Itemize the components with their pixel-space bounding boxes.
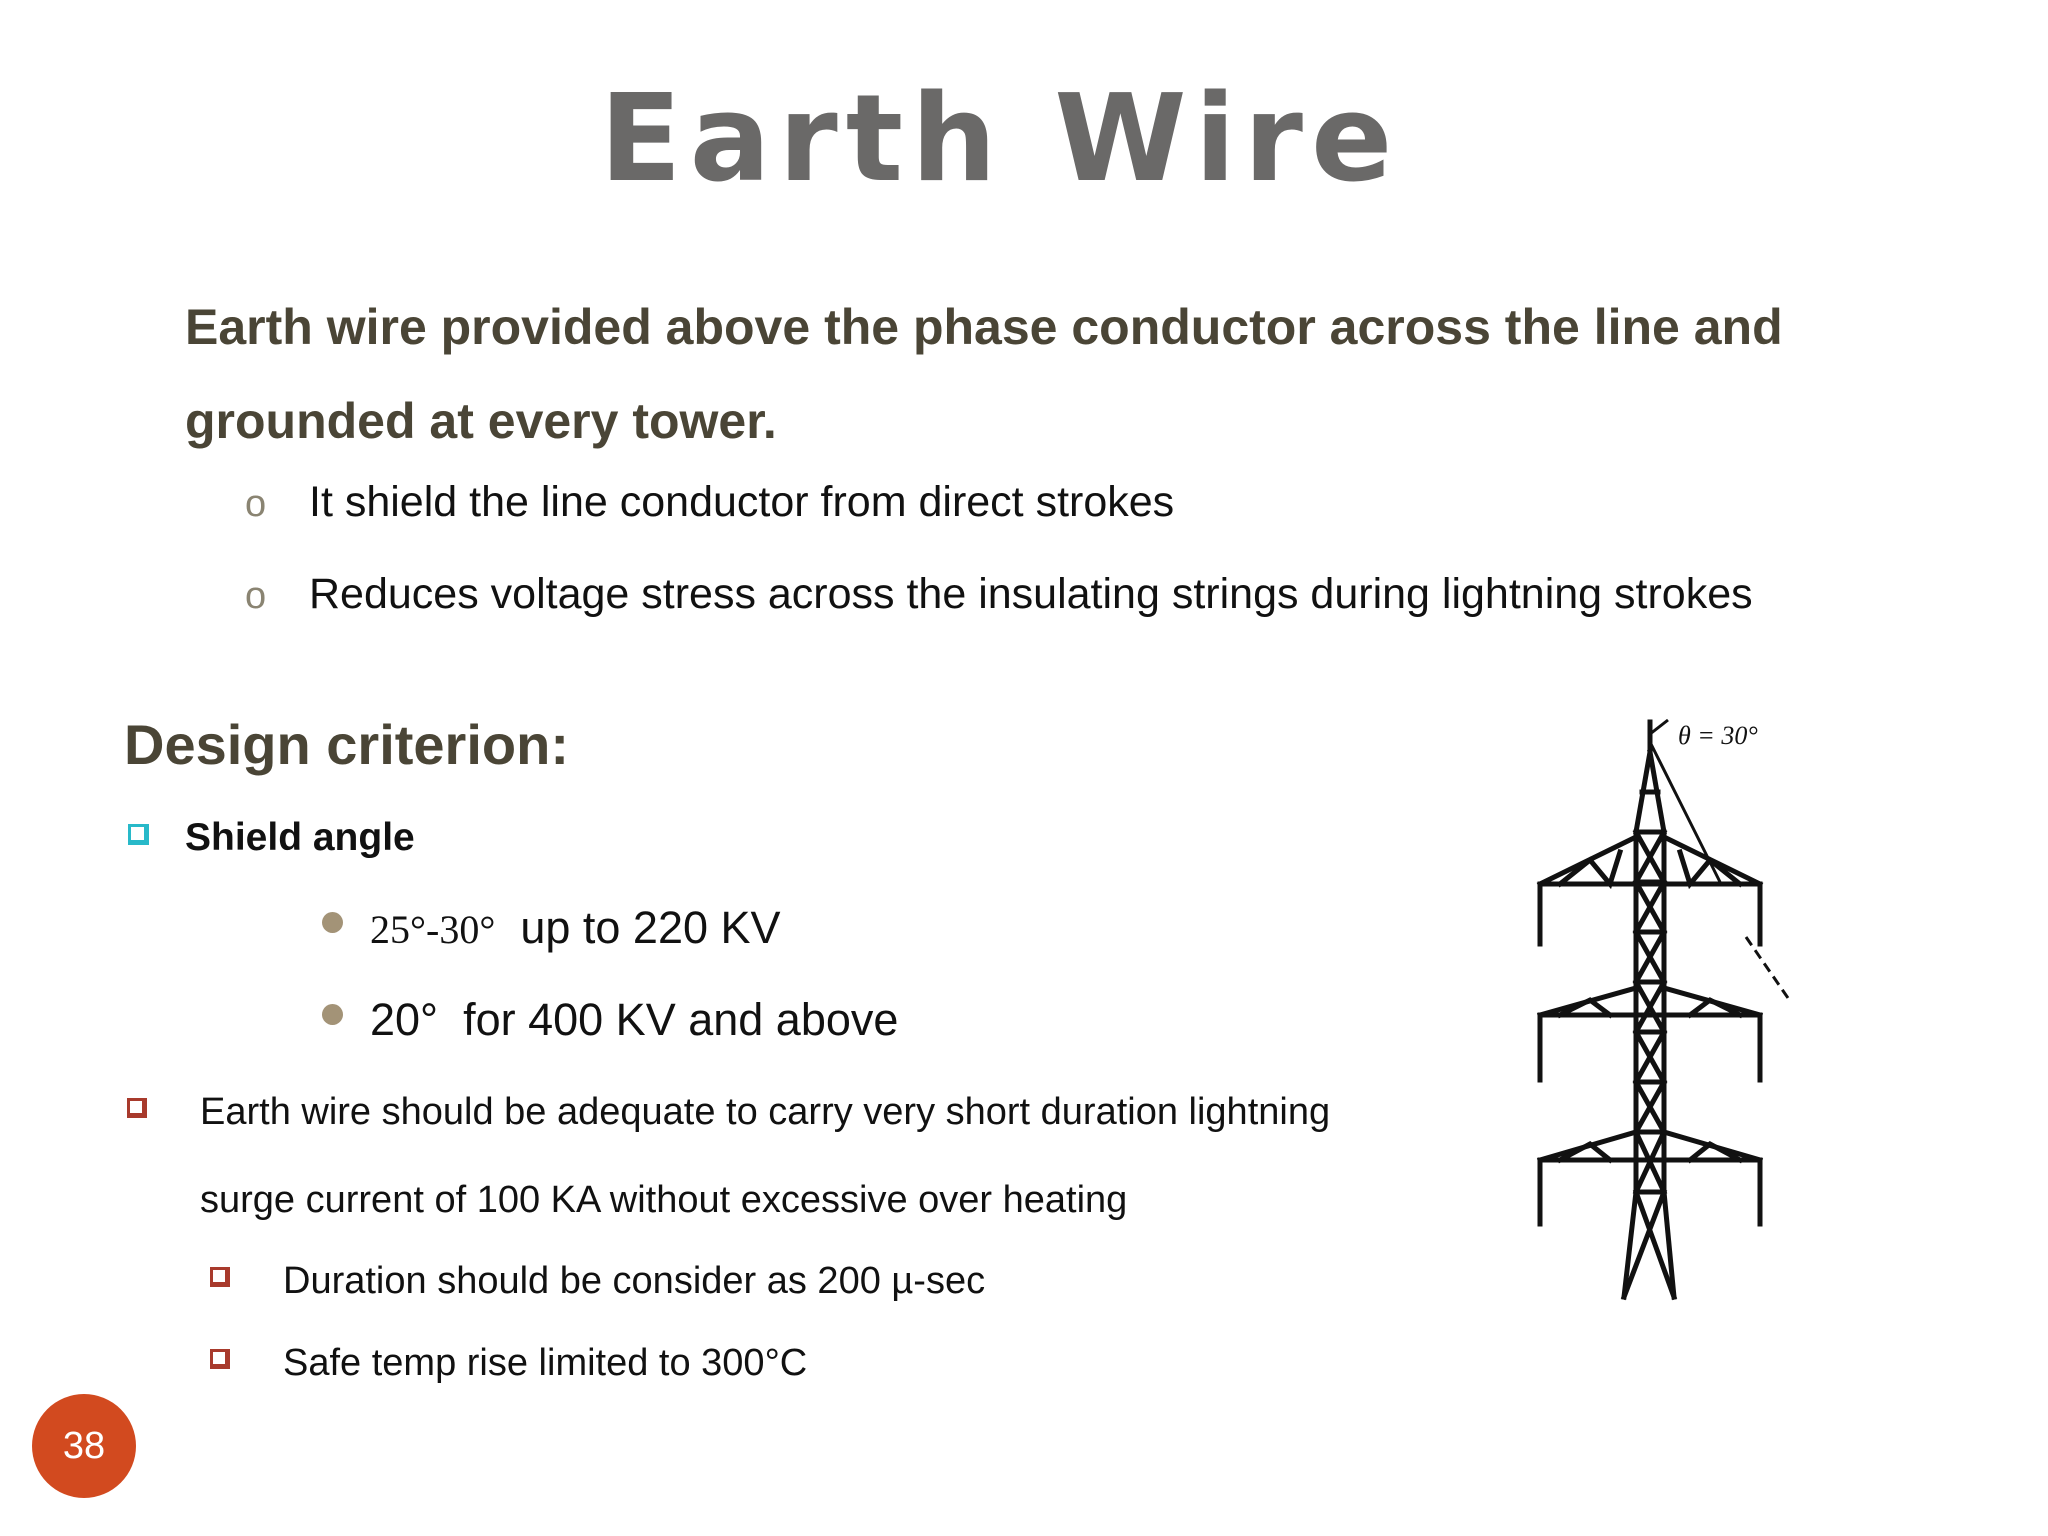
bullet-text: Reduces voltage stress across the insula… bbox=[309, 570, 1753, 618]
earth-wire-text-line2: surge current of 100 KA without excessiv… bbox=[200, 1179, 1128, 1221]
design-criterion-heading: Design criterion: bbox=[124, 713, 569, 776]
angle-label: θ = 30° bbox=[1678, 721, 1758, 750]
angle-description: up to 220 KV bbox=[520, 902, 781, 953]
checkbox-bullet-icon bbox=[128, 824, 149, 845]
angle-value: 20° bbox=[370, 994, 439, 1045]
shield-angle-item: 25°-30° up to 220 KV bbox=[370, 902, 781, 954]
bullet-marker: o bbox=[245, 483, 267, 525]
bullet-text: It shield the line conductor from direct… bbox=[309, 478, 1175, 526]
earth-wire-text-line1: Earth wire should be adequate to carry v… bbox=[200, 1091, 1331, 1133]
bullet-marker: o bbox=[245, 575, 267, 617]
transmission-tower-figure: θ = 30° bbox=[1536, 718, 1790, 1301]
shield-angle-label: Shield angle bbox=[185, 816, 415, 859]
shield-angle-item: 20° for 400 KV and above bbox=[370, 994, 898, 1046]
bullet-item: o Reduces voltage stress across the insul… bbox=[245, 570, 1753, 619]
sub-item: Safe temp rise limited to 300°C bbox=[283, 1342, 808, 1384]
checkbox-bullet-icon bbox=[210, 1349, 230, 1369]
dot-bullet-icon bbox=[322, 912, 343, 933]
intro-text: Earth wire provided above the phase cond… bbox=[185, 299, 1783, 449]
dot-bullet-icon bbox=[322, 1004, 343, 1025]
bullet-item: o It shield the line conductor from direc… bbox=[245, 478, 1174, 527]
angle-description: for 400 KV and above bbox=[463, 994, 899, 1045]
checkbox-bullet-icon bbox=[210, 1267, 230, 1287]
checkbox-bullet-icon bbox=[127, 1098, 147, 1118]
sub-item: Duration should be consider as 200 µ-sec bbox=[283, 1260, 986, 1302]
angle-value: 25°-30° bbox=[370, 907, 496, 952]
slide-title: Earth Wire bbox=[599, 70, 1401, 209]
page-number-badge: 38 bbox=[32, 1394, 136, 1498]
